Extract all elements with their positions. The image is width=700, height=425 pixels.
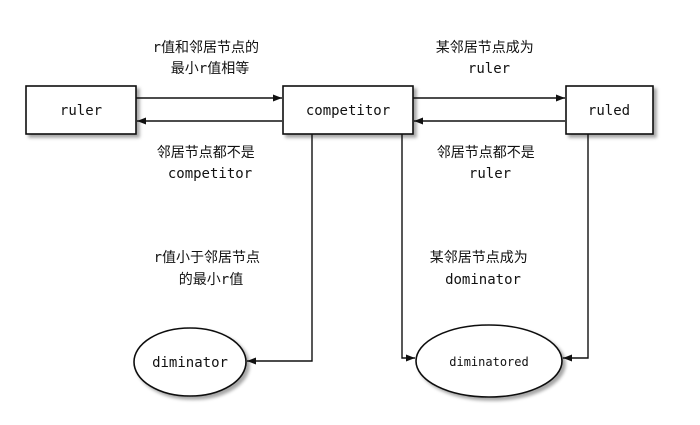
node-ruler-box (25, 85, 137, 135)
node-diminator: diminator (133, 327, 247, 397)
label-competitor-to-diminator: r值小于邻居节点 的最小r值 (154, 250, 269, 288)
node-ruler: ruler (25, 85, 137, 135)
node-diminator-label: diminator (152, 355, 228, 371)
node-competitor-label: competitor (306, 103, 390, 119)
label-competitor-to-ruled: 某邻居节点成为 ruler (436, 40, 542, 77)
node-diminatored-ellipse (415, 324, 563, 398)
label-ruled-to-competitor: 邻居节点都不是 ruler (437, 145, 543, 182)
node-competitor: competitor (282, 85, 414, 135)
label-competitor-to-diminatored-line1: 某邻居节点成为 (430, 250, 528, 266)
edge-competitor-to-diminatored (401, 134, 415, 362)
label-competitor-to-diminator-line1: r值小于邻居节点 (154, 250, 260, 266)
label-competitor-to-ruled-line1: 某邻居节点成为 (436, 40, 534, 56)
node-competitor-box (282, 85, 414, 135)
node-diminator-ellipse (133, 327, 247, 397)
label-ruled-to-competitor-line1: 邻居节点都不是 (437, 145, 535, 161)
node-ruler-label: ruler (60, 103, 102, 119)
label-competitor-to-ruler-line2: competitor (168, 166, 252, 182)
label-ruler-to-competitor-line2: 最小r值相等 (171, 60, 249, 77)
label-competitor-to-ruled-line2: ruler (468, 61, 510, 77)
label-ruler-to-competitor: r值和邻居节点的 最小r值相等 (153, 40, 268, 77)
node-ruled-label: ruled (588, 103, 630, 119)
node-diminatored-label: diminatored (449, 355, 528, 369)
label-competitor-to-ruler-line1: 邻居节点都不是 (157, 145, 255, 161)
label-competitor-to-diminatored-line2: dominator (445, 272, 521, 288)
label-ruler-to-competitor-line1: r值和邻居节点的 (153, 40, 259, 56)
label-competitor-to-diminatored: 某邻居节点成为 dominator (430, 250, 536, 288)
node-diminatored: diminatored (415, 324, 563, 398)
label-competitor-to-ruler: 邻居节点都不是 competitor (157, 145, 263, 182)
label-ruled-to-competitor-line2: ruler (469, 166, 511, 182)
node-ruled-box (565, 85, 654, 135)
edge-ruled-to-diminatored (563, 134, 589, 362)
edge-competitor-to-diminator (247, 134, 313, 365)
label-competitor-to-diminator-line2: 的最小r值 (179, 272, 243, 288)
node-ruled: ruled (565, 85, 654, 135)
